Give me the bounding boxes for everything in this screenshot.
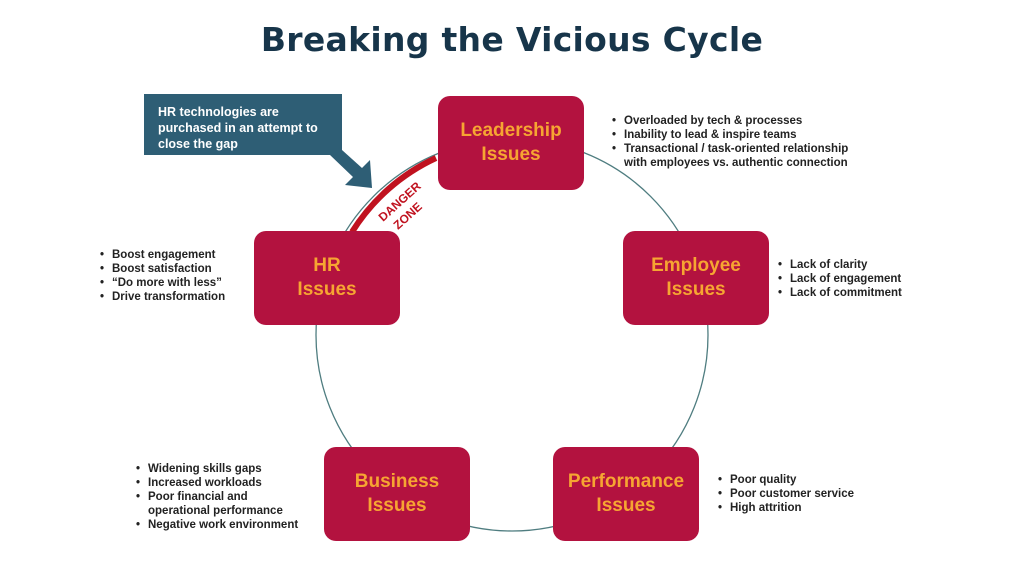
- box-label: HR: [313, 255, 341, 276]
- bullet: “Do more with less”: [100, 276, 250, 290]
- bullet: Lack of engagement: [778, 272, 938, 286]
- bullet: Negative work environment: [136, 518, 311, 532]
- bullet: Widening skills gaps: [136, 462, 311, 476]
- bullet: Transactional / task-oriented relationsh…: [612, 142, 852, 170]
- bullet: Boost satisfaction: [100, 262, 250, 276]
- hr-issues-box: HR Issues: [254, 231, 400, 325]
- box-label: Issues: [367, 495, 427, 516]
- bullet: Increased workloads: [136, 476, 311, 490]
- box-label: Performance: [567, 471, 685, 492]
- performance-bullets: Poor quality Poor customer service High …: [718, 473, 898, 515]
- bullet: Boost engagement: [100, 248, 250, 262]
- bullet: Overloaded by tech & processes: [612, 114, 852, 128]
- callout-box: HR technologies are purchased in an atte…: [144, 94, 342, 155]
- bullet: Inability to lead & inspire teams: [612, 128, 852, 142]
- box-label: Issues: [297, 279, 357, 300]
- danger-zone-arc: [349, 155, 438, 234]
- bullet: Poor financial and operational performan…: [136, 490, 311, 518]
- page-title: Breaking the Vicious Cycle: [260, 20, 764, 59]
- bullet: Drive transformation: [100, 290, 250, 304]
- box-label: Business: [354, 471, 440, 492]
- bullet: Lack of commitment: [778, 286, 938, 300]
- bullet: Lack of clarity: [778, 258, 938, 272]
- business-bullets: Widening skills gaps Increased workloads…: [136, 462, 311, 532]
- box-label: Employee: [651, 255, 741, 276]
- box-label: Issues: [596, 495, 656, 516]
- callout-arrow: [330, 150, 372, 188]
- bullet: Poor quality: [718, 473, 898, 487]
- box-label: Leadership: [460, 120, 562, 141]
- employee-bullets: Lack of clarity Lack of engagement Lack …: [778, 258, 938, 300]
- bullet: Poor customer service: [718, 487, 898, 501]
- leadership-bullets: Overloaded by tech & processes Inability…: [612, 114, 852, 170]
- hr-bullets: Boost engagement Boost satisfaction “Do …: [100, 248, 250, 304]
- box-label: Issues: [666, 279, 726, 300]
- bullet: High attrition: [718, 501, 898, 515]
- box-label: Issues: [481, 144, 541, 165]
